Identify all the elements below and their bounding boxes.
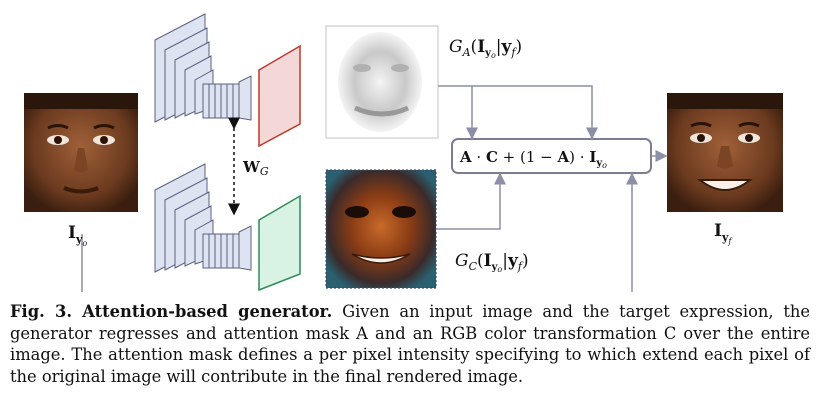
attention-output-block [258, 44, 301, 148]
shared-weights-label: WG [242, 158, 269, 178]
caption-text: Given an input image and the target expr… [10, 302, 810, 386]
input-image-label: Iyo [68, 223, 87, 248]
generator-diagram: WG A · C + (1 − A) · Iyo Iyo Iyf GA(Iyo|… [24, 13, 783, 292]
caption-label: Fig. 3. Attention-based generator. [10, 302, 333, 321]
attention-label: GA(Iyo|yf) [449, 37, 522, 60]
arrow-attention-right [472, 85, 598, 140]
color-label: GC(Iyo|yf) [455, 251, 529, 274]
formula: A · C + (1 − A) · Iyo [459, 148, 607, 170]
arrow-color-to-formula [436, 172, 506, 230]
encoder-blocks-bottom [154, 163, 252, 273]
figure-caption: Fig. 3. Attention-based generator. Given… [10, 301, 810, 387]
encoder-blocks-top [154, 13, 252, 123]
attention-mask-image [325, 25, 439, 139]
color-mask-image [325, 169, 437, 289]
output-image-label: Iyf [714, 221, 733, 246]
input-face-image [24, 93, 138, 212]
color-output-block [258, 194, 301, 292]
arrow-input-skip [81, 172, 638, 292]
arrow-attention-to-formula [438, 85, 478, 140]
attention-generator-network [154, 13, 301, 148]
color-generator-network [154, 163, 301, 292]
output-face-image [667, 93, 783, 212]
